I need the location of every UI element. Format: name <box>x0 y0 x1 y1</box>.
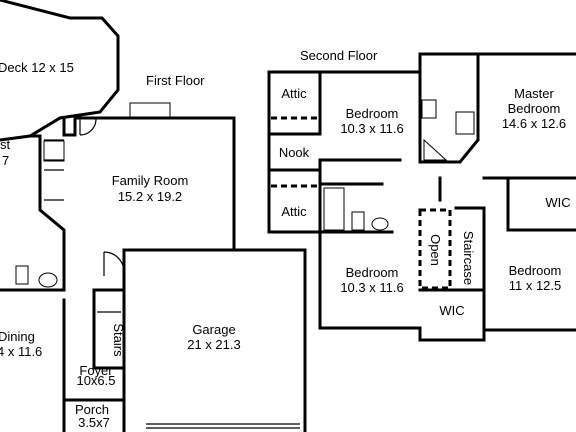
wic-lower-label: WIC <box>439 303 464 318</box>
stairs-wall <box>92 288 126 370</box>
toilet <box>15 265 29 285</box>
bathtub <box>323 187 345 231</box>
garage-label: Garage <box>192 322 235 337</box>
wic-master-label: WIC <box>545 195 570 210</box>
staircase-label: Staircase <box>461 231 476 285</box>
garage-door-swing <box>103 251 125 273</box>
fireplace <box>129 102 171 118</box>
deck-outline <box>0 0 120 142</box>
porch-label: Porch <box>75 402 109 417</box>
shower <box>423 138 448 161</box>
second-floor-label: Second Floor <box>300 48 378 63</box>
foyer-label: Foyer <box>79 363 113 378</box>
master-label-2: Bedroom <box>508 101 561 116</box>
first-floor: Deck 12 x 15 First Floor Family Room 15.… <box>0 0 307 432</box>
second-floor-outline <box>267 52 576 74</box>
master-toilet <box>455 111 475 135</box>
powder-room-wall <box>0 248 66 292</box>
first-floor-label: First Floor <box>146 73 205 88</box>
bedroom-b-size: 10.3 x 11.6 <box>340 280 403 295</box>
family-room-label: Family Room <box>112 173 189 188</box>
master-bath-wall <box>418 52 480 164</box>
breakfast-label: st <box>0 137 11 152</box>
toilet-2 <box>351 211 365 231</box>
family-room-top-wall <box>62 116 236 252</box>
bedroom-c-label: Bedroom <box>509 263 562 278</box>
bedroom-a-size: 10.3 x 11.6 <box>340 121 403 136</box>
attic-bottom-label: Attic <box>281 204 307 219</box>
porch-outline <box>62 398 126 432</box>
stairs-label: Stairs <box>111 323 126 357</box>
breakfast-size: 7 <box>2 153 9 168</box>
garage-outline <box>122 248 307 432</box>
open-label: Open <box>428 234 443 266</box>
nook-label: Nook <box>279 145 310 160</box>
family-room-size: 15.2 x 19.2 <box>118 189 182 204</box>
sink-fixture <box>43 140 65 162</box>
porch-size: 3.5x7 <box>78 415 110 430</box>
master-sink <box>421 99 437 119</box>
bedroom-b-label: Bedroom <box>346 265 399 280</box>
deck-label: Deck 12 x 15 <box>0 60 74 75</box>
foyer-size: 10x6.5 <box>76 373 115 388</box>
second-floor: Second Floor <box>267 48 576 342</box>
kitchen-wall <box>28 134 66 252</box>
sink-2 <box>371 217 389 231</box>
bedroom-a-label: Bedroom <box>346 106 399 121</box>
master-label: Master <box>514 86 554 101</box>
garage-size: 21 x 21.3 <box>187 337 241 352</box>
bedroom-c-size: 11 x 12.5 <box>509 278 562 293</box>
family-room-door <box>79 118 97 136</box>
open-area <box>418 208 452 290</box>
dining-label: Dining <box>0 329 35 344</box>
dining-size: 4 x 11.6 <box>0 344 42 359</box>
sink <box>38 272 58 288</box>
attic-top-label: Attic <box>281 86 307 101</box>
master-size: 14.6 x 12.6 <box>502 116 566 131</box>
